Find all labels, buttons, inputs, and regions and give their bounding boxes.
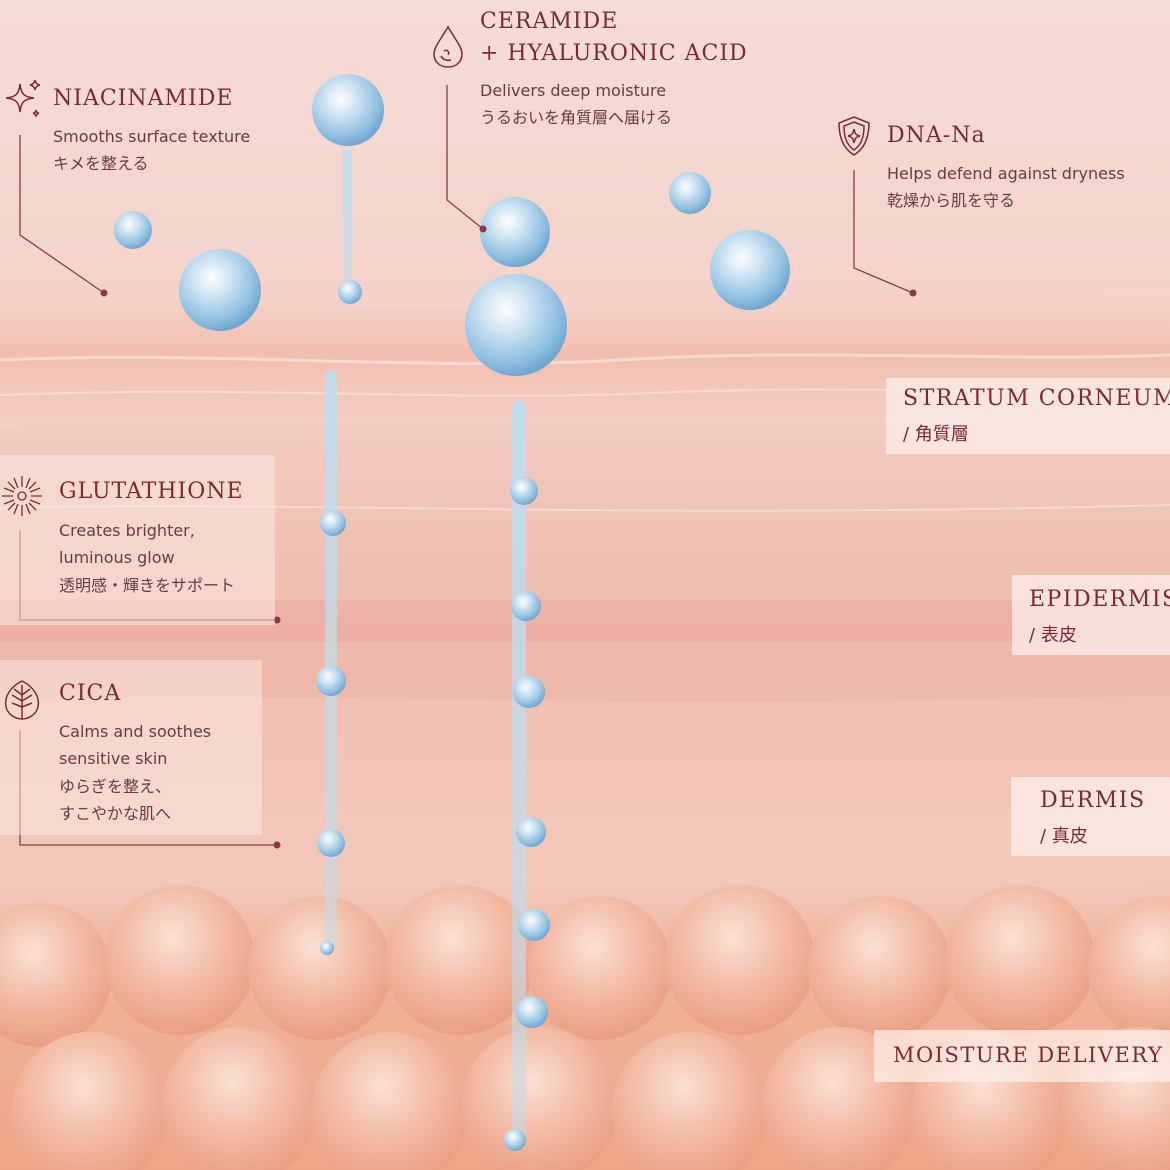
dna-na-desc-jp: 乾燥から肌を守る: [887, 191, 1016, 210]
epidermis-label-box: [1012, 575, 1170, 655]
dermis-label: DERMIS: [1040, 788, 1146, 813]
moisture-delivery-label: MOISTURE DELIVERY: [893, 1043, 1164, 1067]
glutathione-desc-jp: 透明感・輝きをサポート: [59, 576, 236, 595]
cica-panel: [0, 660, 262, 835]
ceramide-title-line2: + HYALURONIC ACID: [480, 41, 748, 66]
ceramide-title-line1: CERAMIDE: [480, 9, 619, 34]
glutathione-panel: [0, 455, 275, 625]
ceramide-desc-jp: うるおいを角質層へ届ける: [480, 108, 673, 127]
cica-desc-en-line2: sensitive skin: [59, 749, 168, 768]
niacinamide-desc-jp: キメを整える: [53, 154, 149, 173]
glutathione-desc-en-line1: Creates brighter,: [59, 521, 195, 540]
niacinamide-title: NIACINAMIDE: [53, 86, 234, 111]
niacinamide-desc-en: Smooths surface texture: [53, 127, 251, 146]
dermis-label-box: [1011, 777, 1170, 856]
glutathione-desc-en-line2: luminous glow: [59, 548, 175, 567]
cica-desc-jp-line2: すこやかな肌へ: [59, 804, 172, 823]
dna-na-title: DNA-Na: [887, 123, 986, 148]
droplet-icon: [431, 24, 465, 74]
stratum-corneum-label: STRATUM CORNEUM: [903, 386, 1170, 411]
epidermis-jp: / 表皮: [1029, 625, 1077, 646]
moisture-delivery-label-box: [874, 1030, 1170, 1082]
dermis-jp: / 真皮: [1040, 826, 1088, 847]
stratum-corneum-label-box: [886, 378, 1170, 454]
ceramide-desc-en: Delivers deep moisture: [480, 81, 667, 100]
epidermis-label: EPIDERMIS: [1029, 587, 1170, 612]
leaf-icon: [0, 677, 44, 727]
sparkle-icon: [2, 78, 44, 126]
shield-icon: [835, 114, 873, 162]
glutathione-title: GLUTATHIONE: [59, 479, 244, 504]
dna-na-desc-en: Helps defend against dryness: [887, 164, 1125, 183]
stratum-corneum-jp: / 角質層: [903, 424, 969, 445]
cica-title: CICA: [59, 681, 122, 706]
cica-desc-en-line1: Calms and soothes: [59, 722, 212, 741]
cica-desc-jp-line1: ゆらぎを整え、: [59, 777, 172, 796]
sunburst-icon: [0, 474, 44, 522]
